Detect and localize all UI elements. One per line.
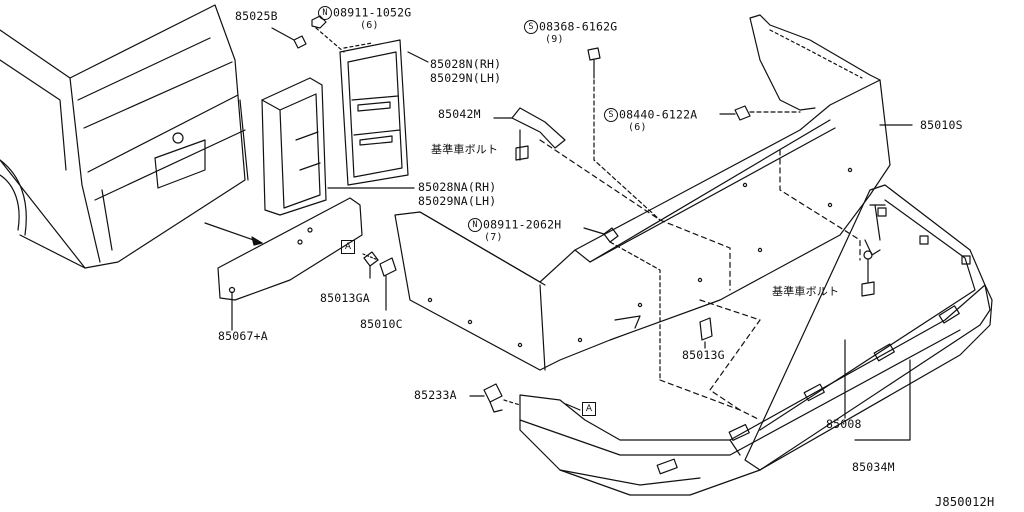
assembly-line [539, 139, 731, 291]
screw-08368-6162G [587, 47, 661, 221]
clip-85233A [469, 383, 521, 413]
nut-08911-2062H [583, 227, 661, 381]
label-85042M: 85042M [438, 107, 481, 121]
qty-08911-2062H: (7) [484, 232, 503, 243]
label-85010C: 85010C [360, 317, 403, 331]
rear-lamp-lens [261, 77, 327, 216]
screw-08440-6122A [719, 105, 801, 121]
label-85029NA: 85029NA(LH) [418, 194, 497, 208]
bracket-85042M [493, 107, 566, 161]
label-85028NA: 85028NA(RH) [418, 180, 497, 194]
label-85025B: 85025B [235, 9, 278, 23]
label-standard-bolt-1: 基準車ボルト [431, 143, 499, 156]
fastener-85025B [271, 27, 307, 49]
vehicle-rear-view [0, 4, 249, 269]
label-85010S: 85010S [920, 118, 963, 132]
label-85008: 85008 [826, 417, 862, 431]
label-85013G: 85013G [682, 348, 725, 362]
finisher-plate [217, 197, 363, 331]
reference-marker-a-1: A [341, 240, 355, 254]
qty-08368-6162G: (9) [545, 34, 564, 45]
rear-lamp-housing [339, 39, 409, 186]
label-standard-bolt-2: 基準車ボルト [772, 285, 840, 298]
bumper-reinforcement [744, 184, 991, 471]
label-85034M: 85034M [852, 460, 895, 474]
lower-bumper-cover [519, 284, 993, 496]
nut-08911-1052G [311, 15, 345, 53]
label-85028N: 85028N(RH) [430, 57, 502, 71]
label-85013GA: 85013GA [320, 291, 370, 305]
bumper-fascia [394, 14, 891, 371]
part-85013G [699, 317, 713, 341]
label-85067A: 85067+A [218, 329, 268, 343]
qty-08911-1052G: (6) [360, 20, 379, 31]
label-85029N: 85029N(LH) [430, 71, 502, 85]
clip-85013GA [363, 251, 379, 279]
qty-08440-6122A: (6) [628, 122, 647, 133]
clip-85010C [379, 257, 397, 311]
label-85233A: 85233A [414, 388, 457, 402]
diagram-id: J850012H [935, 495, 995, 509]
reference-marker-a-2: A [582, 402, 596, 416]
